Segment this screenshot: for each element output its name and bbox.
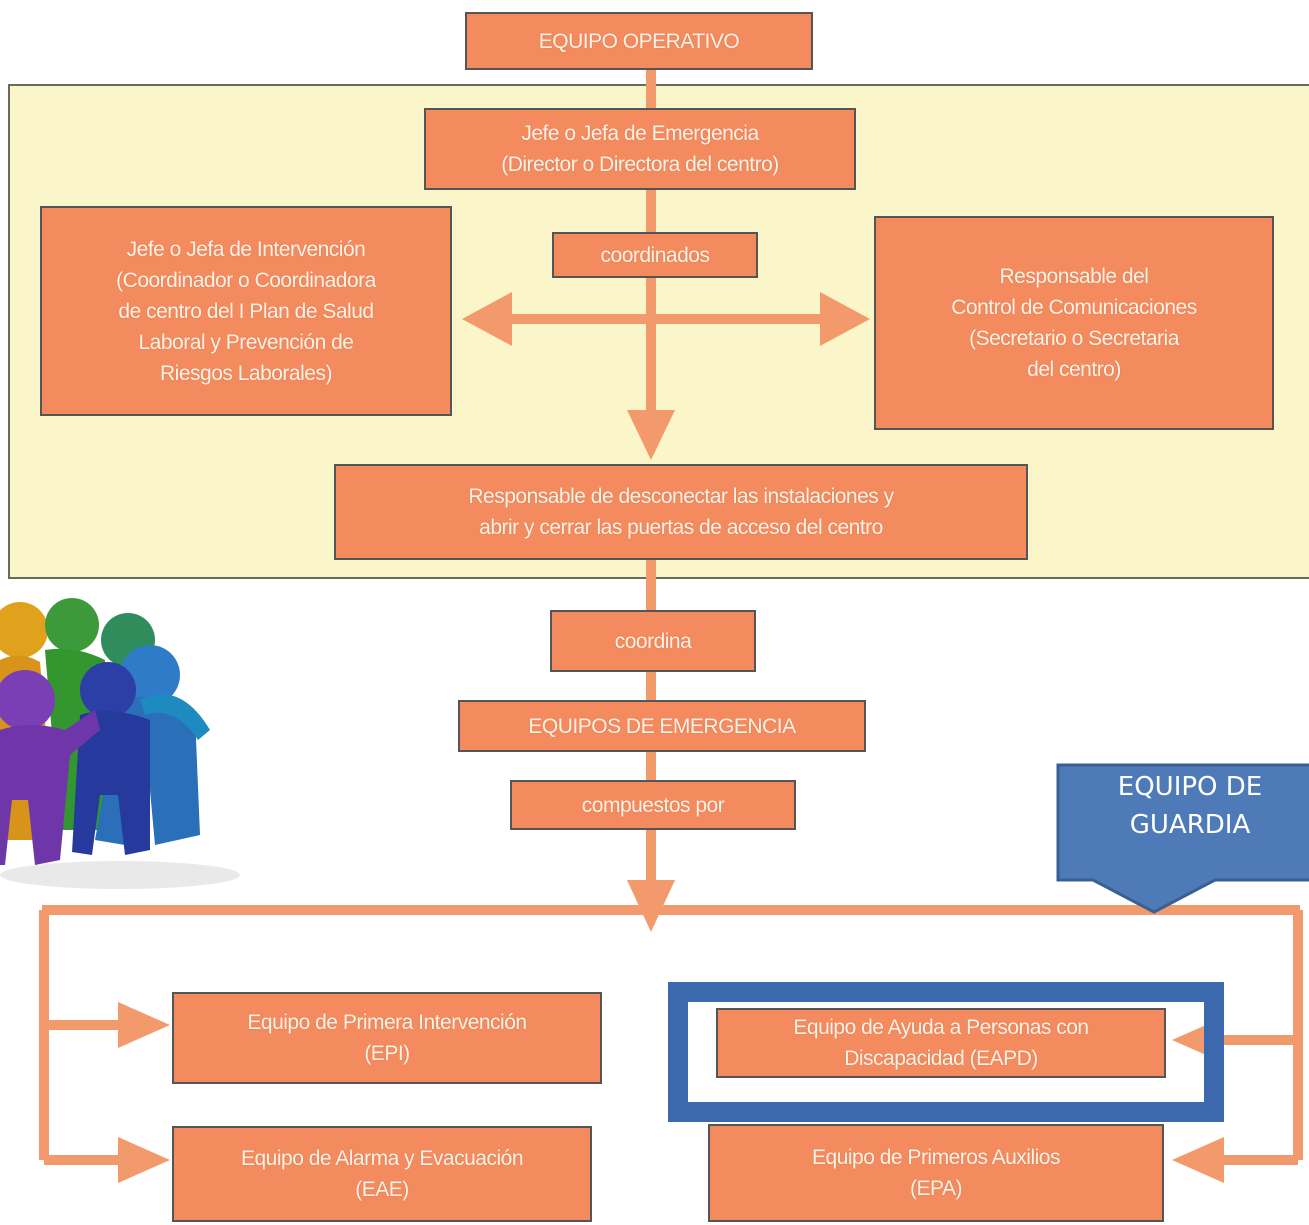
- disconnect-box: Responsable de desconectar las instalaci…: [334, 464, 1028, 560]
- epi-box: Equipo de Primera Intervención (EPI): [172, 992, 602, 1084]
- coordinates-box: coordina: [550, 610, 756, 672]
- eae-box: Equipo de Alarma y Evacuación (EAE): [172, 1126, 592, 1222]
- operative-team-box: EQUIPO OPERATIVO: [465, 12, 813, 70]
- arrow-left-icon: [462, 292, 512, 346]
- arrow-left-icon: [1172, 1137, 1224, 1183]
- eapd-label: Equipo de Ayuda a Personas con Discapaci…: [793, 1016, 1089, 1070]
- epa-box: Equipo de Primeros Auxilios (EPA): [708, 1124, 1164, 1222]
- coordinated-label: coordinados: [600, 243, 710, 267]
- epi-label: Equipo de Primera Intervención (EPI): [247, 1011, 527, 1065]
- arrow-right-icon: [820, 292, 870, 346]
- emergency-teams-box: EQUIPOS DE EMERGENCIA: [458, 700, 866, 752]
- communications-box: Responsable del Control de Comunicacione…: [874, 216, 1274, 430]
- composed-by-box: compuestos por: [510, 780, 796, 830]
- eae-label: Equipo de Alarma y Evacuación (EAE): [240, 1147, 524, 1201]
- coordinated-box: coordinados: [552, 232, 758, 278]
- emergency-chief-label: Jefe o Jefa de Emergencia (Director o Di…: [501, 122, 779, 176]
- callout-shape: [1056, 763, 1309, 914]
- emergency-chief-box: Jefe o Jefa de Emergencia (Director o Di…: [424, 108, 856, 190]
- intervention-chief-box: Jefe o Jefa de Intervención (Coordinador…: [40, 206, 452, 416]
- communications-label: Responsable del Control de Comunicacione…: [951, 265, 1197, 381]
- arrow-right-icon: [118, 1002, 170, 1048]
- emergency-teams-label: EQUIPOS DE EMERGENCIA: [528, 714, 796, 738]
- disconnect-label: Responsable de desconectar las instalaci…: [468, 485, 894, 539]
- composed-by-label: compuestos por: [581, 793, 725, 817]
- intervention-chief-label: Jefe o Jefa de Intervención (Coordinador…: [116, 237, 376, 385]
- team-illustration: [0, 598, 240, 889]
- highlight-frame: [668, 982, 1224, 1122]
- arrow-down-icon: [627, 880, 675, 932]
- arrow-down-icon: [627, 410, 675, 460]
- coordinates-label: coordina: [614, 629, 692, 653]
- callout-label: EQUIPO DE GUARDIA: [1117, 772, 1263, 840]
- epa-label: Equipo de Primeros Auxilios (EPA): [812, 1146, 1060, 1200]
- operative-team-label: EQUIPO OPERATIVO: [538, 29, 740, 53]
- eapd-box: Equipo de Ayuda a Personas con Discapaci…: [716, 1008, 1166, 1078]
- arrow-right-icon: [118, 1137, 170, 1183]
